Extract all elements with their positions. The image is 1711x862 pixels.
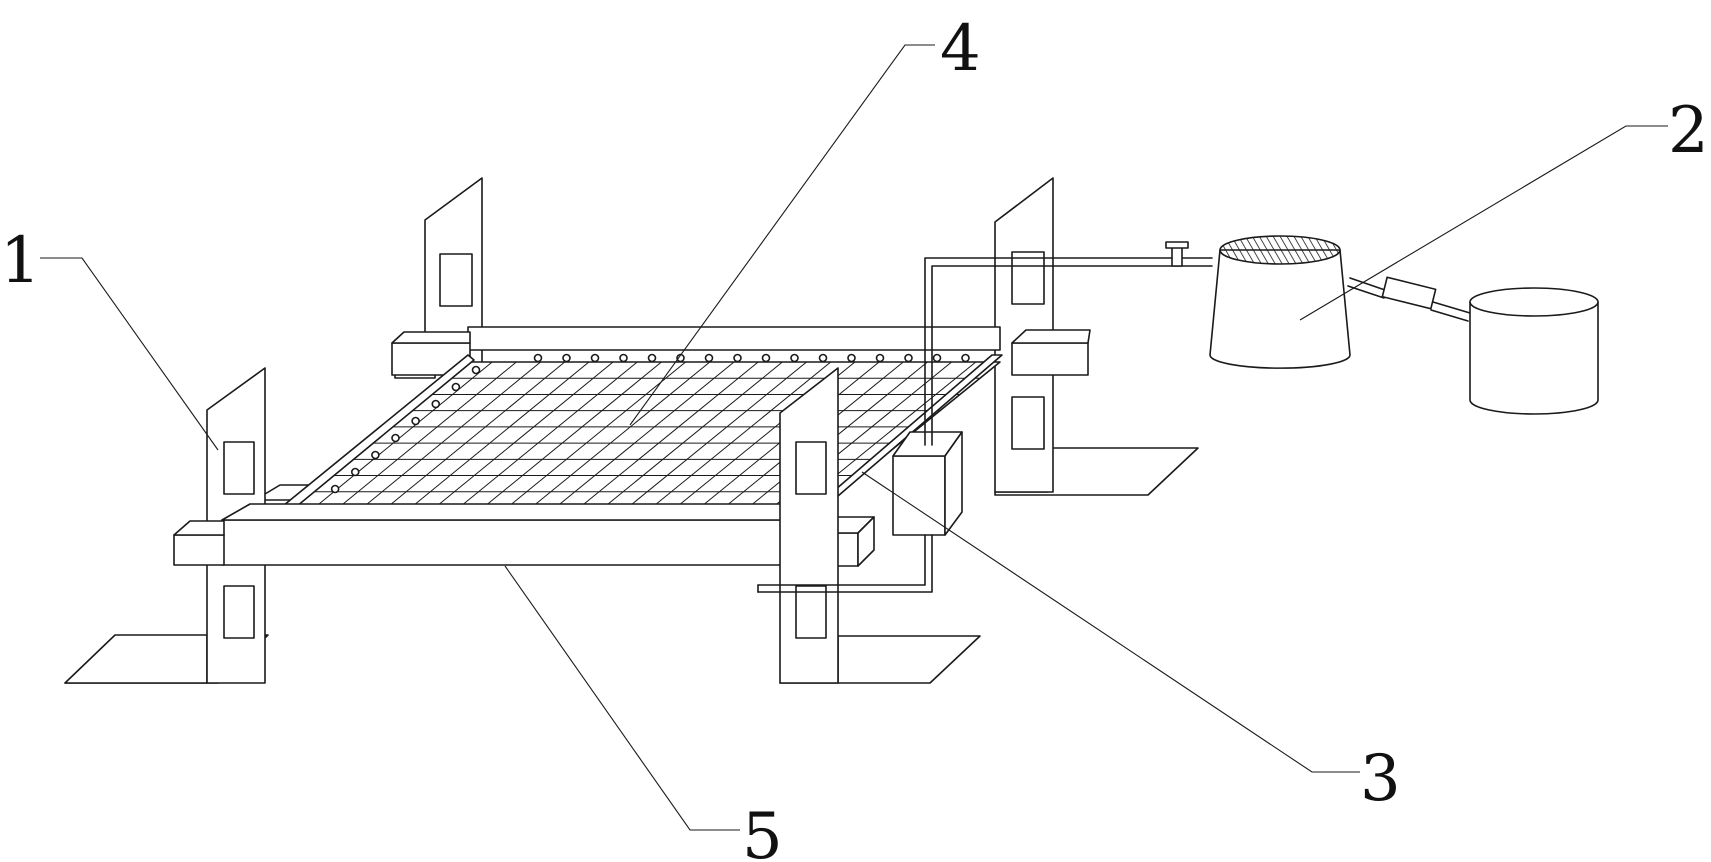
nozzle xyxy=(818,353,828,363)
secondary-tank xyxy=(1469,287,1599,415)
mesh-line xyxy=(626,361,807,509)
mesh-line xyxy=(651,361,832,509)
pipes xyxy=(757,241,1213,593)
label-5: 5 xyxy=(742,800,783,862)
label-1: 1 xyxy=(0,224,41,298)
connecting-hose xyxy=(1347,276,1471,322)
nozzle xyxy=(371,450,380,460)
nozzle xyxy=(790,353,799,363)
mesh-line xyxy=(337,361,517,509)
main-tank xyxy=(1209,235,1351,369)
leader-lines xyxy=(40,44,1668,831)
nozzle xyxy=(932,353,942,363)
pump-box xyxy=(892,431,963,536)
nozzle xyxy=(619,353,628,363)
mesh-line xyxy=(386,361,566,509)
nozzle xyxy=(330,484,340,494)
front-rail xyxy=(173,503,875,567)
mesh-line xyxy=(578,361,759,509)
nozzle xyxy=(875,353,885,363)
nozzle xyxy=(350,467,360,477)
front-right-bracket xyxy=(779,367,981,684)
nozzle xyxy=(647,353,657,363)
nozzle xyxy=(590,353,600,363)
nozzle xyxy=(391,433,400,443)
mesh-line xyxy=(482,361,662,509)
nozzle xyxy=(904,353,913,363)
mesh-line xyxy=(313,361,493,509)
nozzle xyxy=(961,353,970,363)
mesh-line xyxy=(458,361,638,509)
nozzle xyxy=(847,353,856,363)
nozzle xyxy=(471,365,481,375)
nozzle xyxy=(431,399,441,409)
back-rail xyxy=(391,326,1091,376)
mesh-line xyxy=(530,361,711,509)
nozzle xyxy=(451,382,461,392)
mesh-line xyxy=(602,361,783,509)
nozzle xyxy=(704,353,714,363)
label-2: 2 xyxy=(1668,94,1709,168)
mesh-line xyxy=(554,361,735,509)
nozzle xyxy=(533,353,543,363)
mesh-line xyxy=(434,361,614,509)
label-4: 4 xyxy=(940,12,981,86)
nozzle xyxy=(761,353,771,363)
mesh-line xyxy=(410,361,590,509)
mesh-line xyxy=(361,361,541,509)
nozzle xyxy=(562,353,571,363)
mesh-line xyxy=(506,361,686,509)
nozzle xyxy=(733,353,742,363)
nozzle xyxy=(411,416,420,426)
label-3: 3 xyxy=(1360,742,1401,816)
